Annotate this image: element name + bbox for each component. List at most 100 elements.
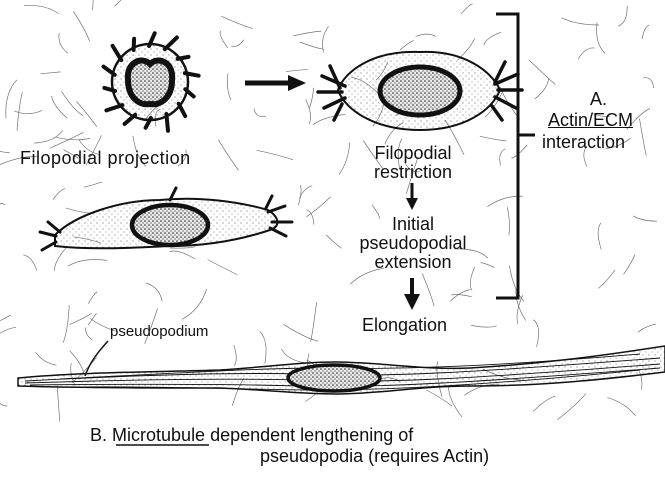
bracket-a bbox=[496, 14, 518, 298]
ecm-fibre bbox=[529, 60, 555, 85]
ecm-fibre bbox=[0, 203, 5, 208]
ecm-fibre bbox=[282, 349, 304, 363]
section-a-title: Actin/ECM bbox=[548, 110, 633, 131]
ecm-fibre bbox=[450, 290, 470, 302]
label-initial-extension: Initial pseudopodial extension bbox=[350, 215, 476, 272]
ecm-fibre bbox=[300, 186, 313, 198]
ecm-fibre bbox=[218, 140, 238, 171]
ecm-fibre bbox=[260, 332, 266, 364]
ecm-fibre bbox=[618, 6, 627, 26]
ecm-fibre bbox=[68, 260, 107, 267]
ecm-fibre bbox=[115, 0, 137, 6]
ecm-fibre bbox=[286, 69, 308, 71]
round-cell-filopodia bbox=[104, 33, 199, 131]
ecm-fibre bbox=[284, 324, 319, 341]
ecm-fibre bbox=[638, 324, 656, 333]
ecm-fibre bbox=[52, 96, 68, 118]
ecm-fibre bbox=[84, 182, 102, 187]
label-filopodial-restriction: Filopodial restriction bbox=[358, 144, 468, 182]
ecm-fibre bbox=[481, 263, 495, 268]
ecm-fibre bbox=[643, 78, 653, 88]
ecm-fibre bbox=[254, 108, 266, 116]
ecm-fibre bbox=[597, 23, 605, 54]
ecm-fibre bbox=[306, 197, 330, 217]
section-b-prefix: B. bbox=[90, 425, 107, 445]
ecm-fibre bbox=[182, 289, 207, 319]
ecm-fibre bbox=[257, 150, 293, 159]
ecm-fibre bbox=[326, 235, 341, 249]
ecm-fibre bbox=[306, 99, 311, 124]
ecm-fibre bbox=[86, 328, 93, 340]
ecm-fibre bbox=[227, 73, 231, 100]
ecm-fibre bbox=[400, 40, 414, 50]
ecm-fibre bbox=[311, 302, 317, 341]
ecm-fibre bbox=[471, 325, 497, 327]
ecm-fibre bbox=[24, 5, 59, 13]
ecm-fibre bbox=[598, 223, 601, 250]
ecm-fibre bbox=[220, 31, 228, 48]
pseudopodium-leader bbox=[85, 341, 108, 376]
ecm-fibre bbox=[461, 4, 473, 14]
ecm-fibre bbox=[578, 48, 594, 59]
section-a-letter: A. bbox=[590, 89, 607, 110]
ecm-fibre bbox=[66, 208, 94, 213]
ecm-fibre bbox=[0, 139, 10, 152]
ecm-fibre bbox=[634, 216, 658, 221]
ecm-fibre bbox=[6, 80, 17, 118]
ecm-fibre bbox=[231, 40, 243, 47]
ecm-fibre bbox=[34, 130, 63, 143]
ecm-fibre bbox=[535, 78, 549, 99]
ecm-fibre bbox=[448, 386, 461, 417]
ecm-fibre bbox=[293, 31, 321, 36]
ecm-fibre bbox=[313, 114, 345, 124]
ecm-fibre bbox=[50, 132, 84, 148]
ecm-fibre bbox=[300, 42, 324, 49]
label-line: pseudopodial bbox=[350, 234, 476, 253]
section-b-underlined: Microtubule bbox=[112, 425, 205, 445]
ecm-fibre bbox=[70, 351, 84, 374]
ecm-fibre bbox=[53, 188, 65, 199]
arrow-right bbox=[245, 75, 306, 91]
ecm-fibre bbox=[222, 16, 253, 28]
ecm-fibre bbox=[61, 91, 83, 116]
ecm-fibre bbox=[234, 345, 236, 366]
section-b-rest: dependent lengthening of bbox=[210, 425, 413, 445]
ecm-fibre bbox=[607, 398, 635, 416]
ecm-fibre bbox=[0, 327, 16, 341]
ecm-fibre bbox=[642, 25, 649, 39]
arrow-down-2 bbox=[404, 278, 420, 310]
section-b-line1: B. Microtubule dependent lengthening of bbox=[90, 425, 413, 446]
restricted-cell bbox=[318, 52, 522, 130]
ecm-fibre bbox=[0, 392, 7, 406]
ecm-fibre bbox=[88, 292, 97, 304]
ecm-fibre bbox=[310, 88, 314, 108]
ecm-fibre bbox=[40, 72, 60, 74]
ecm-fibre bbox=[451, 294, 471, 296]
ecm-fibre bbox=[0, 315, 11, 325]
ecm-fibre bbox=[422, 274, 434, 306]
ecm-fibre bbox=[484, 32, 501, 45]
ecm-fibre bbox=[208, 260, 238, 275]
nucleus bbox=[128, 61, 172, 105]
ecm-fibre bbox=[533, 396, 555, 411]
label-elongation: Elongation bbox=[362, 315, 447, 336]
ecm-fibre bbox=[77, 102, 97, 127]
ecm-fibre bbox=[533, 320, 538, 347]
ecm-fibre bbox=[480, 136, 507, 141]
ecm-fibre bbox=[54, 247, 67, 271]
ecm-fibre bbox=[624, 255, 635, 275]
section-a-subtitle: interaction bbox=[542, 132, 625, 153]
ecm-fibre bbox=[427, 390, 453, 406]
ecm-fibre bbox=[23, 255, 36, 271]
ecm-fibre bbox=[339, 143, 350, 175]
ecm-fibre bbox=[323, 26, 329, 52]
nucleus bbox=[132, 205, 208, 245]
ecm-fibre bbox=[507, 207, 509, 235]
ecm-fibre bbox=[557, 394, 586, 420]
ecm-fibre bbox=[640, 119, 647, 156]
ecm-fibre bbox=[70, 313, 92, 324]
ecm-fibre bbox=[146, 283, 162, 301]
ecm-fibre bbox=[59, 33, 68, 53]
ecm-fibre bbox=[169, 251, 195, 259]
